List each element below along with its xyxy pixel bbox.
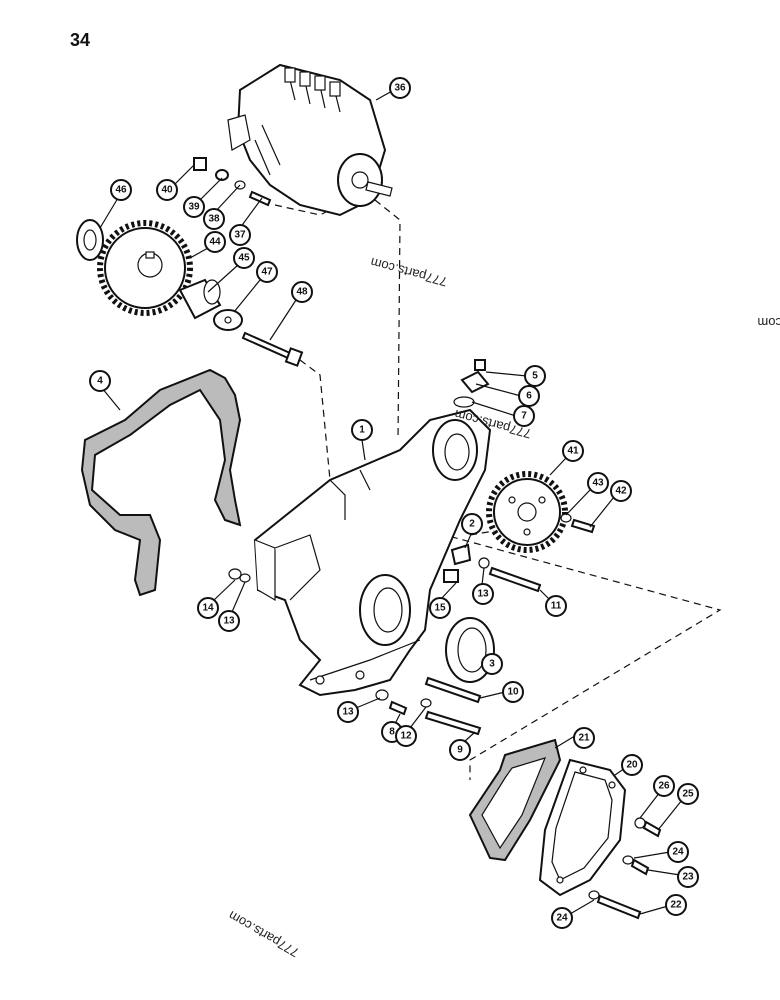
svg-text:42: 42 bbox=[615, 486, 627, 497]
svg-text:22: 22 bbox=[670, 900, 682, 911]
callout-37: 37 bbox=[229, 224, 251, 246]
callout-48: 48 bbox=[291, 281, 313, 303]
svg-text:44: 44 bbox=[209, 237, 221, 248]
page-number: 34 bbox=[70, 30, 91, 50]
callout-46: 46 bbox=[110, 179, 132, 201]
svg-text:41: 41 bbox=[567, 446, 579, 457]
svg-text:10: 10 bbox=[507, 687, 519, 698]
svg-text:6: 6 bbox=[526, 391, 532, 402]
svg-text:23: 23 bbox=[682, 872, 694, 883]
svg-text:5: 5 bbox=[532, 371, 538, 382]
callout-5: 5 bbox=[524, 365, 546, 387]
svg-text:13: 13 bbox=[342, 707, 354, 718]
svg-text:13: 13 bbox=[223, 616, 235, 627]
svg-text:36: 36 bbox=[394, 83, 406, 94]
callout-38: 38 bbox=[203, 208, 225, 230]
callout-43: 43 bbox=[587, 472, 609, 494]
svg-text:25: 25 bbox=[682, 789, 694, 800]
washer-46 bbox=[76, 219, 104, 261]
svg-text:13: 13 bbox=[477, 589, 489, 600]
svg-text:48: 48 bbox=[296, 287, 308, 298]
cover-fasteners bbox=[588, 817, 662, 920]
svg-text:20: 20 bbox=[626, 760, 638, 771]
callout-14: 14 bbox=[197, 597, 219, 619]
callout-40: 40 bbox=[156, 179, 178, 201]
svg-text:3: 3 bbox=[489, 659, 495, 670]
callout-6: 6 bbox=[518, 385, 540, 407]
svg-text:26: 26 bbox=[658, 781, 670, 792]
svg-text:1: 1 bbox=[359, 425, 365, 436]
svg-text:38: 38 bbox=[208, 214, 220, 225]
svg-text:4: 4 bbox=[97, 376, 103, 387]
callout-23: 23 bbox=[677, 866, 699, 888]
callout-41: 41 bbox=[562, 440, 584, 462]
callout-13b: 13 bbox=[337, 701, 359, 723]
callout-42: 42 bbox=[610, 480, 632, 502]
callout-39: 39 bbox=[183, 196, 205, 218]
callout-12: 12 bbox=[395, 725, 417, 747]
callout-22: 22 bbox=[665, 894, 687, 916]
timing-cover-plate bbox=[538, 758, 627, 897]
injection-pump bbox=[227, 63, 393, 217]
svg-text:47: 47 bbox=[261, 267, 273, 278]
svg-text:15: 15 bbox=[434, 603, 446, 614]
timing-gear-housing bbox=[253, 408, 492, 697]
callout-26: 26 bbox=[653, 775, 675, 797]
svg-text:40: 40 bbox=[161, 185, 173, 196]
callout-47: 47 bbox=[256, 261, 278, 283]
callout-45: 45 bbox=[233, 247, 255, 269]
svg-text:2: 2 bbox=[469, 519, 475, 530]
callout-44: 44 bbox=[204, 231, 226, 253]
svg-text:24: 24 bbox=[556, 913, 568, 924]
callout-21: 21 bbox=[573, 727, 595, 749]
svg-text:8: 8 bbox=[389, 727, 395, 738]
callout-20: 20 bbox=[621, 754, 643, 776]
callout-13a: 13 bbox=[472, 583, 494, 605]
svg-text:12: 12 bbox=[400, 731, 412, 742]
pump-drive-gear bbox=[97, 220, 193, 316]
svg-text:11: 11 bbox=[551, 601, 562, 612]
callout-4: 4 bbox=[89, 370, 111, 392]
watermark-4: com bbox=[757, 315, 780, 330]
svg-text:37: 37 bbox=[234, 230, 246, 241]
callout-7: 7 bbox=[513, 405, 535, 427]
callout-2: 2 bbox=[461, 513, 483, 535]
svg-text:9: 9 bbox=[457, 745, 463, 756]
callout-25: 25 bbox=[677, 783, 699, 805]
svg-text:43: 43 bbox=[592, 478, 604, 489]
callout-11: 11 bbox=[545, 595, 567, 617]
watermark-1: 777parts.com bbox=[369, 255, 449, 290]
svg-text:46: 46 bbox=[115, 185, 127, 196]
callout-24a: 24 bbox=[667, 841, 689, 863]
front-cover-gasket bbox=[80, 368, 242, 597]
pump-fasteners bbox=[193, 157, 272, 207]
idler-gear bbox=[486, 471, 568, 553]
svg-text:14: 14 bbox=[202, 603, 214, 614]
callout-15: 15 bbox=[429, 597, 451, 619]
callout-1: 1 bbox=[351, 419, 373, 441]
svg-text:24: 24 bbox=[672, 847, 684, 858]
svg-text:7: 7 bbox=[521, 411, 527, 422]
svg-text:39: 39 bbox=[188, 202, 200, 213]
callout-9: 9 bbox=[449, 739, 471, 761]
callout-36: 36 bbox=[389, 77, 411, 99]
svg-text:21: 21 bbox=[578, 733, 590, 744]
callout-13c: 13 bbox=[218, 610, 240, 632]
callout-24b: 24 bbox=[551, 907, 573, 929]
svg-text:45: 45 bbox=[238, 253, 250, 264]
watermark-3: 777parts.com bbox=[226, 908, 302, 960]
washer-47 bbox=[213, 309, 243, 331]
housing-fasteners bbox=[228, 359, 596, 736]
callout-3: 3 bbox=[481, 653, 503, 675]
bolt-48 bbox=[241, 331, 304, 367]
callout-10: 10 bbox=[502, 681, 524, 703]
